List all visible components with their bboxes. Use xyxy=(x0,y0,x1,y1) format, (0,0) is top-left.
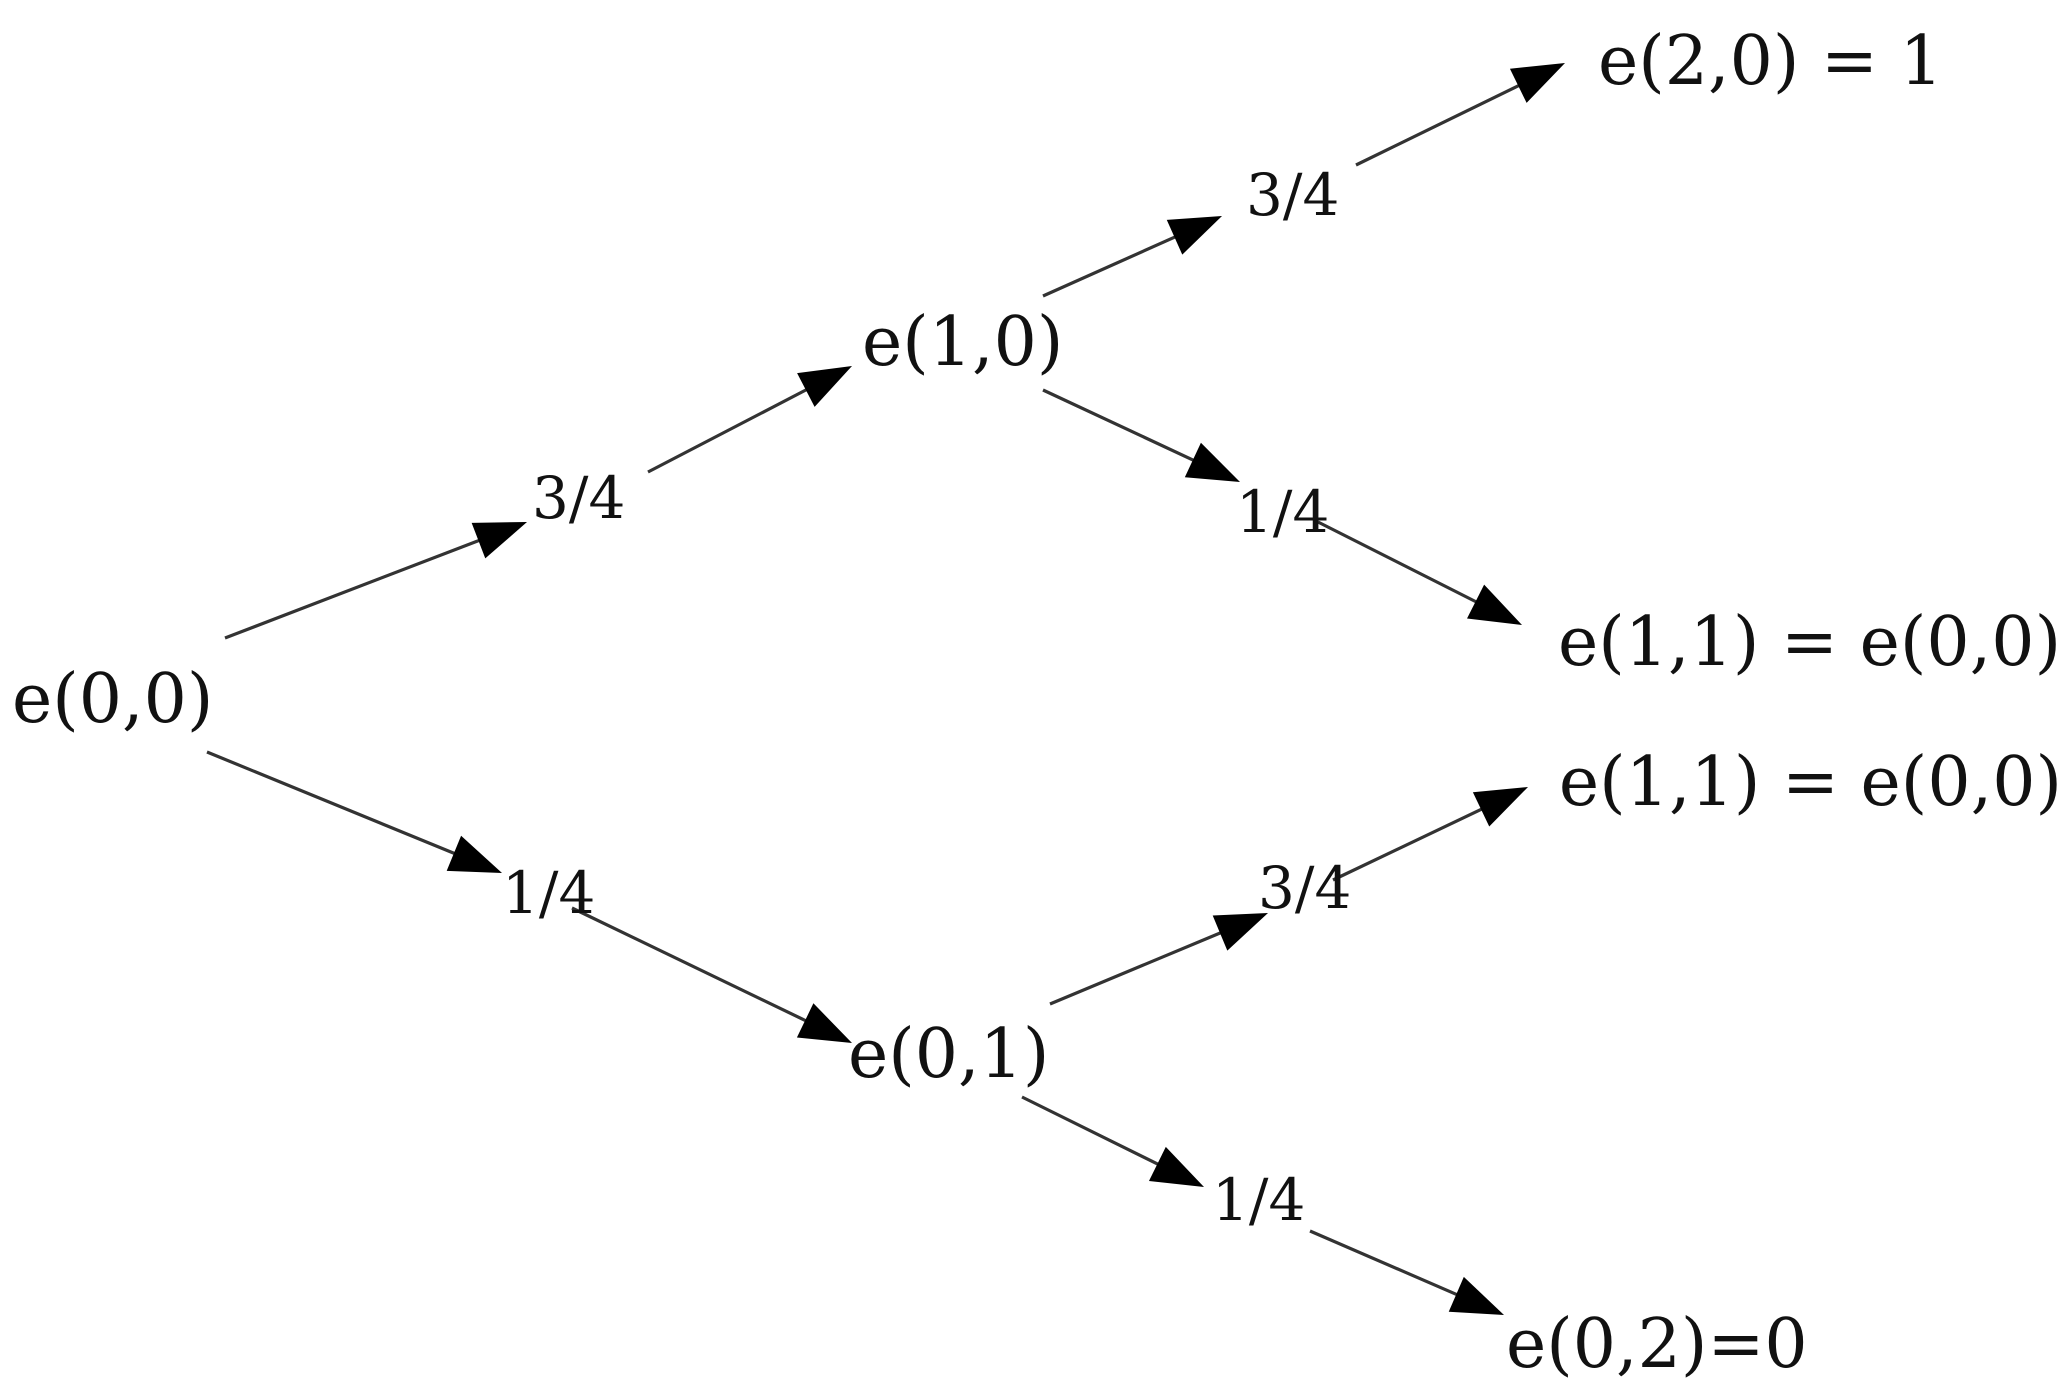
arrow-shaft xyxy=(1317,520,1480,605)
edge-probability-label: 3/4 xyxy=(532,464,625,532)
node-label-n11a: e(1,1) = e(0,0) xyxy=(1558,603,2061,682)
arrowhead-icon xyxy=(797,366,852,407)
arrowhead-icon xyxy=(796,1003,852,1043)
arrow-shaft xyxy=(1049,930,1225,1006)
edge-arrow-segment-in xyxy=(224,522,527,640)
arrowhead-icon xyxy=(1184,442,1240,482)
labels-layer: 3/4 1/4 3/4 1/4 3/4 1/4 e(0,0) e(1,0) e(0,1) e(2,… xyxy=(12,22,2062,1384)
edge-arrow-segment-out xyxy=(647,366,852,474)
arrow-shaft xyxy=(1355,82,1523,167)
arrow-shaft xyxy=(1021,1095,1162,1168)
edges-layer xyxy=(206,63,1565,1315)
edge-arrow-segment-in xyxy=(1049,913,1268,1006)
arrowhead-icon xyxy=(446,835,502,873)
edge-probability-label: 1/4 xyxy=(502,859,595,927)
edge-arrow-segment-in xyxy=(1042,216,1222,298)
node-label-n02: e(0,2)=0 xyxy=(1506,1305,1808,1384)
node-label-n01: e(0,1) xyxy=(848,1015,1049,1094)
node-label-n00: e(0,0) xyxy=(12,660,213,739)
edge-probability-label: 1/4 xyxy=(1212,1166,1305,1234)
arrow-shaft xyxy=(224,537,483,640)
edge-probability-label: 1/4 xyxy=(1236,478,1329,546)
arrowhead-icon xyxy=(1472,787,1528,827)
edge-01-02 xyxy=(1021,1095,1504,1315)
arrow-shaft xyxy=(206,750,459,857)
edge-arrow-segment-out xyxy=(1355,63,1565,167)
arrow-shaft xyxy=(1309,1229,1461,1298)
arrow-shaft xyxy=(647,386,811,474)
arrowhead-icon xyxy=(1166,216,1222,255)
arrow-shaft xyxy=(1042,388,1198,464)
arrowhead-icon xyxy=(471,522,527,559)
edge-00-01 xyxy=(206,750,852,1043)
edge-01-11b xyxy=(1049,787,1528,1006)
edge-arrow-segment-out xyxy=(571,906,852,1043)
node-label-n10: e(1,0) xyxy=(862,303,1063,382)
edge-arrow-segment-out xyxy=(1317,520,1522,625)
arrowhead-icon xyxy=(1212,913,1268,951)
edge-arrow-segment-out xyxy=(1332,787,1528,882)
edge-arrow-segment-in xyxy=(1021,1095,1204,1187)
arrow-shaft xyxy=(1332,806,1486,882)
edge-arrow-segment-out xyxy=(1309,1229,1504,1315)
node-label-n20: e(2,0) = 1 xyxy=(1598,22,1943,101)
node-label-n11b: e(1,1) = e(0,0) xyxy=(1559,743,2062,822)
edge-probability-label: 3/4 xyxy=(1258,854,1351,922)
edge-arrow-segment-in xyxy=(206,750,502,873)
edge-arrow-segment-in xyxy=(1042,388,1240,482)
arrowhead-icon xyxy=(1448,1276,1504,1315)
edge-probability-label: 3/4 xyxy=(1246,161,1339,229)
edge-00-10 xyxy=(224,366,852,640)
arrow-shaft xyxy=(1042,234,1179,298)
arrowhead-icon xyxy=(1509,63,1565,103)
arrowhead-icon xyxy=(1467,584,1522,625)
edge-10-20 xyxy=(1042,63,1565,298)
arrowhead-icon xyxy=(1148,1146,1204,1187)
edge-10-11a xyxy=(1042,388,1522,625)
arrow-shaft xyxy=(571,906,810,1024)
